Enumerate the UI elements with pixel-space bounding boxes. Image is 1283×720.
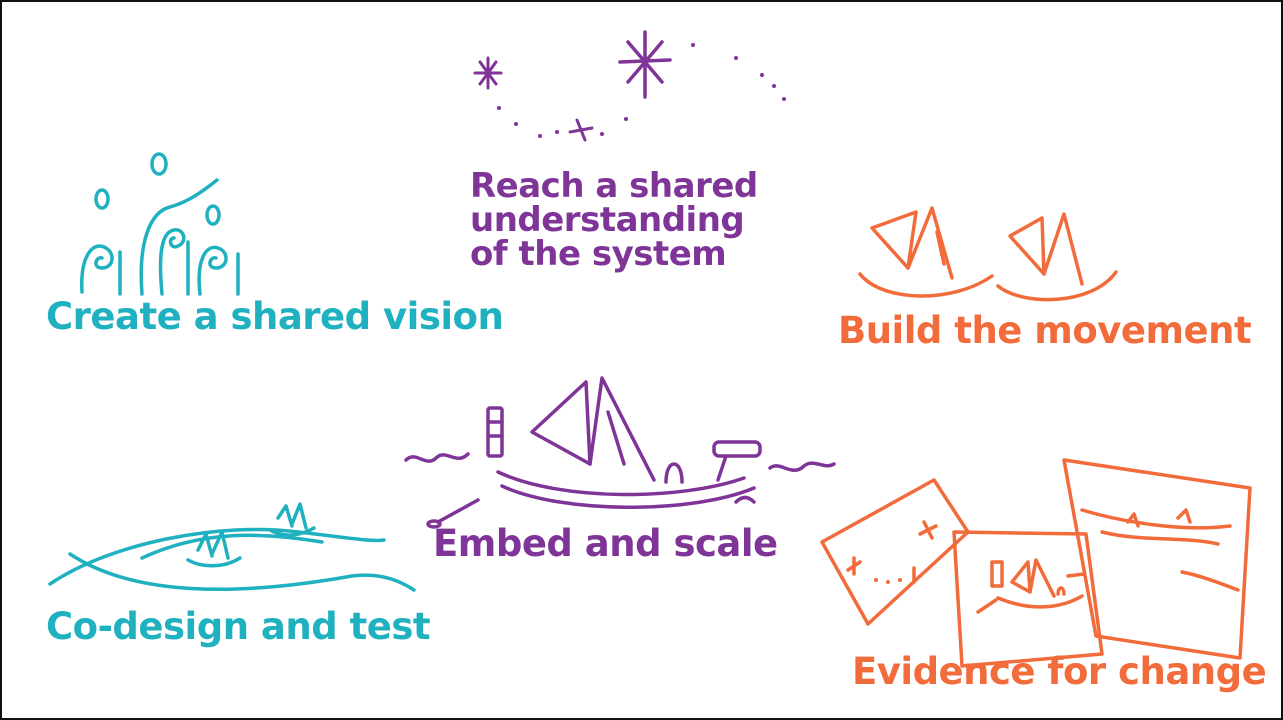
people-pointing-icon [80, 152, 240, 296]
reach-line-1: Reach a shared [470, 166, 758, 206]
stars-constellation-icon [473, 30, 786, 142]
ship-icon [404, 376, 836, 529]
reach-line-2: understanding [470, 200, 745, 240]
stage-embed-label: Embed and scale [433, 522, 778, 565]
sailboats-icon [858, 206, 1118, 302]
stage-vision-label: Create a shared vision [46, 295, 504, 338]
picture-frames-icon [820, 458, 1252, 668]
reach-line-3: of the system [470, 234, 727, 274]
stage-reach-label: Reach a shared understanding of the syst… [470, 169, 758, 271]
stage-codesign-label: Co-design and test [46, 605, 431, 648]
waves-boats-icon [48, 502, 416, 592]
stage-movement-label: Build the movement [838, 309, 1252, 352]
stage-evidence-label: Evidence for change [852, 650, 1267, 693]
